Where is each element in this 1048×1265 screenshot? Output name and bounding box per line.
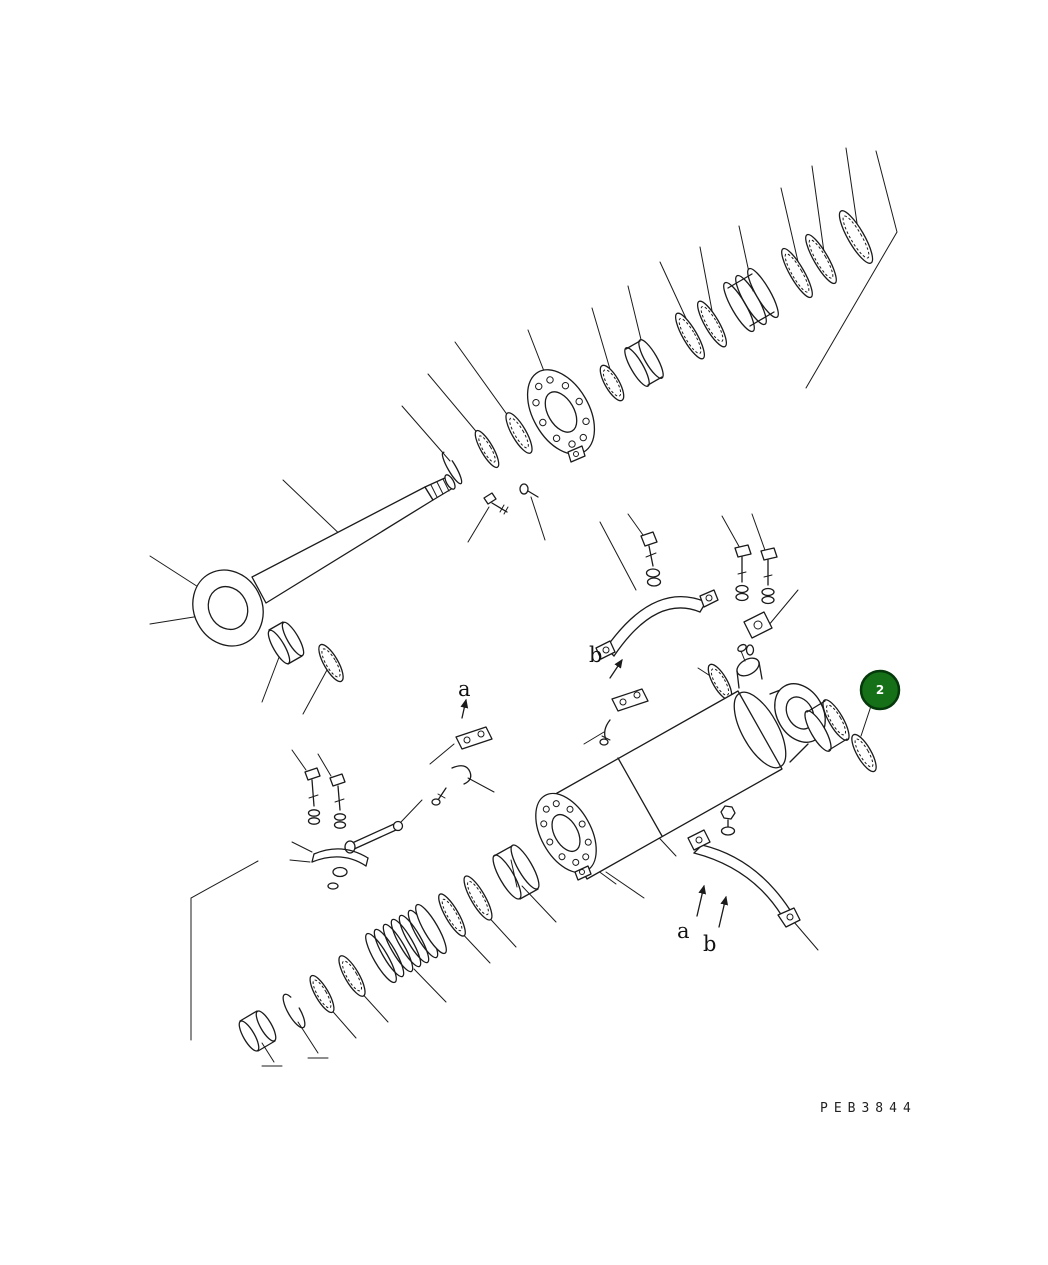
head-flange-bolts	[483, 483, 539, 515]
gland-flange	[535, 792, 597, 881]
mount-bolts	[734, 544, 778, 605]
rod-end-rings	[441, 412, 533, 485]
view-arrow-b-lower	[718, 895, 729, 928]
label-a-lower: a	[677, 919, 690, 943]
label-b-lower: b	[703, 932, 716, 956]
rod-eye-bushing	[267, 621, 344, 683]
label-b-upper: b	[589, 643, 602, 667]
view-arrow-a-upper	[460, 698, 469, 719]
clamp-bolt-lower	[720, 805, 736, 836]
clamp-bolt-upper	[640, 531, 662, 587]
group-bracket-top-right	[805, 150, 898, 389]
mount-block	[743, 611, 773, 656]
balloon-circle[interactable]	[859, 669, 901, 711]
group-bracket-bottom-left	[190, 860, 259, 1041]
drawing-code: PEB3844	[820, 1101, 917, 1116]
cylinder-clamp-band-lower	[687, 829, 801, 928]
clamp-plate-a	[431, 726, 493, 806]
view-arrow-a-lower	[696, 884, 707, 917]
piston-seal-kit	[599, 210, 874, 402]
balloon-number: 2	[876, 683, 884, 697]
cylinder-head-flange	[526, 369, 596, 463]
clamp-shell	[311, 848, 369, 890]
piston-rod-assembly	[192, 474, 456, 647]
cylinder-clamp-band-upper	[595, 589, 719, 660]
clamp-plate-b	[599, 688, 649, 746]
view-arrow-b-upper	[609, 658, 623, 679]
eye-bushing-set	[804, 699, 877, 773]
pivot-bolt-set	[304, 767, 347, 829]
gland-seal-kit	[238, 844, 540, 1052]
leader-lines	[149, 147, 872, 1067]
label-a-upper: a	[458, 677, 471, 701]
pivot-arm	[344, 820, 404, 854]
callout-balloon-2[interactable]: 2	[859, 669, 901, 711]
